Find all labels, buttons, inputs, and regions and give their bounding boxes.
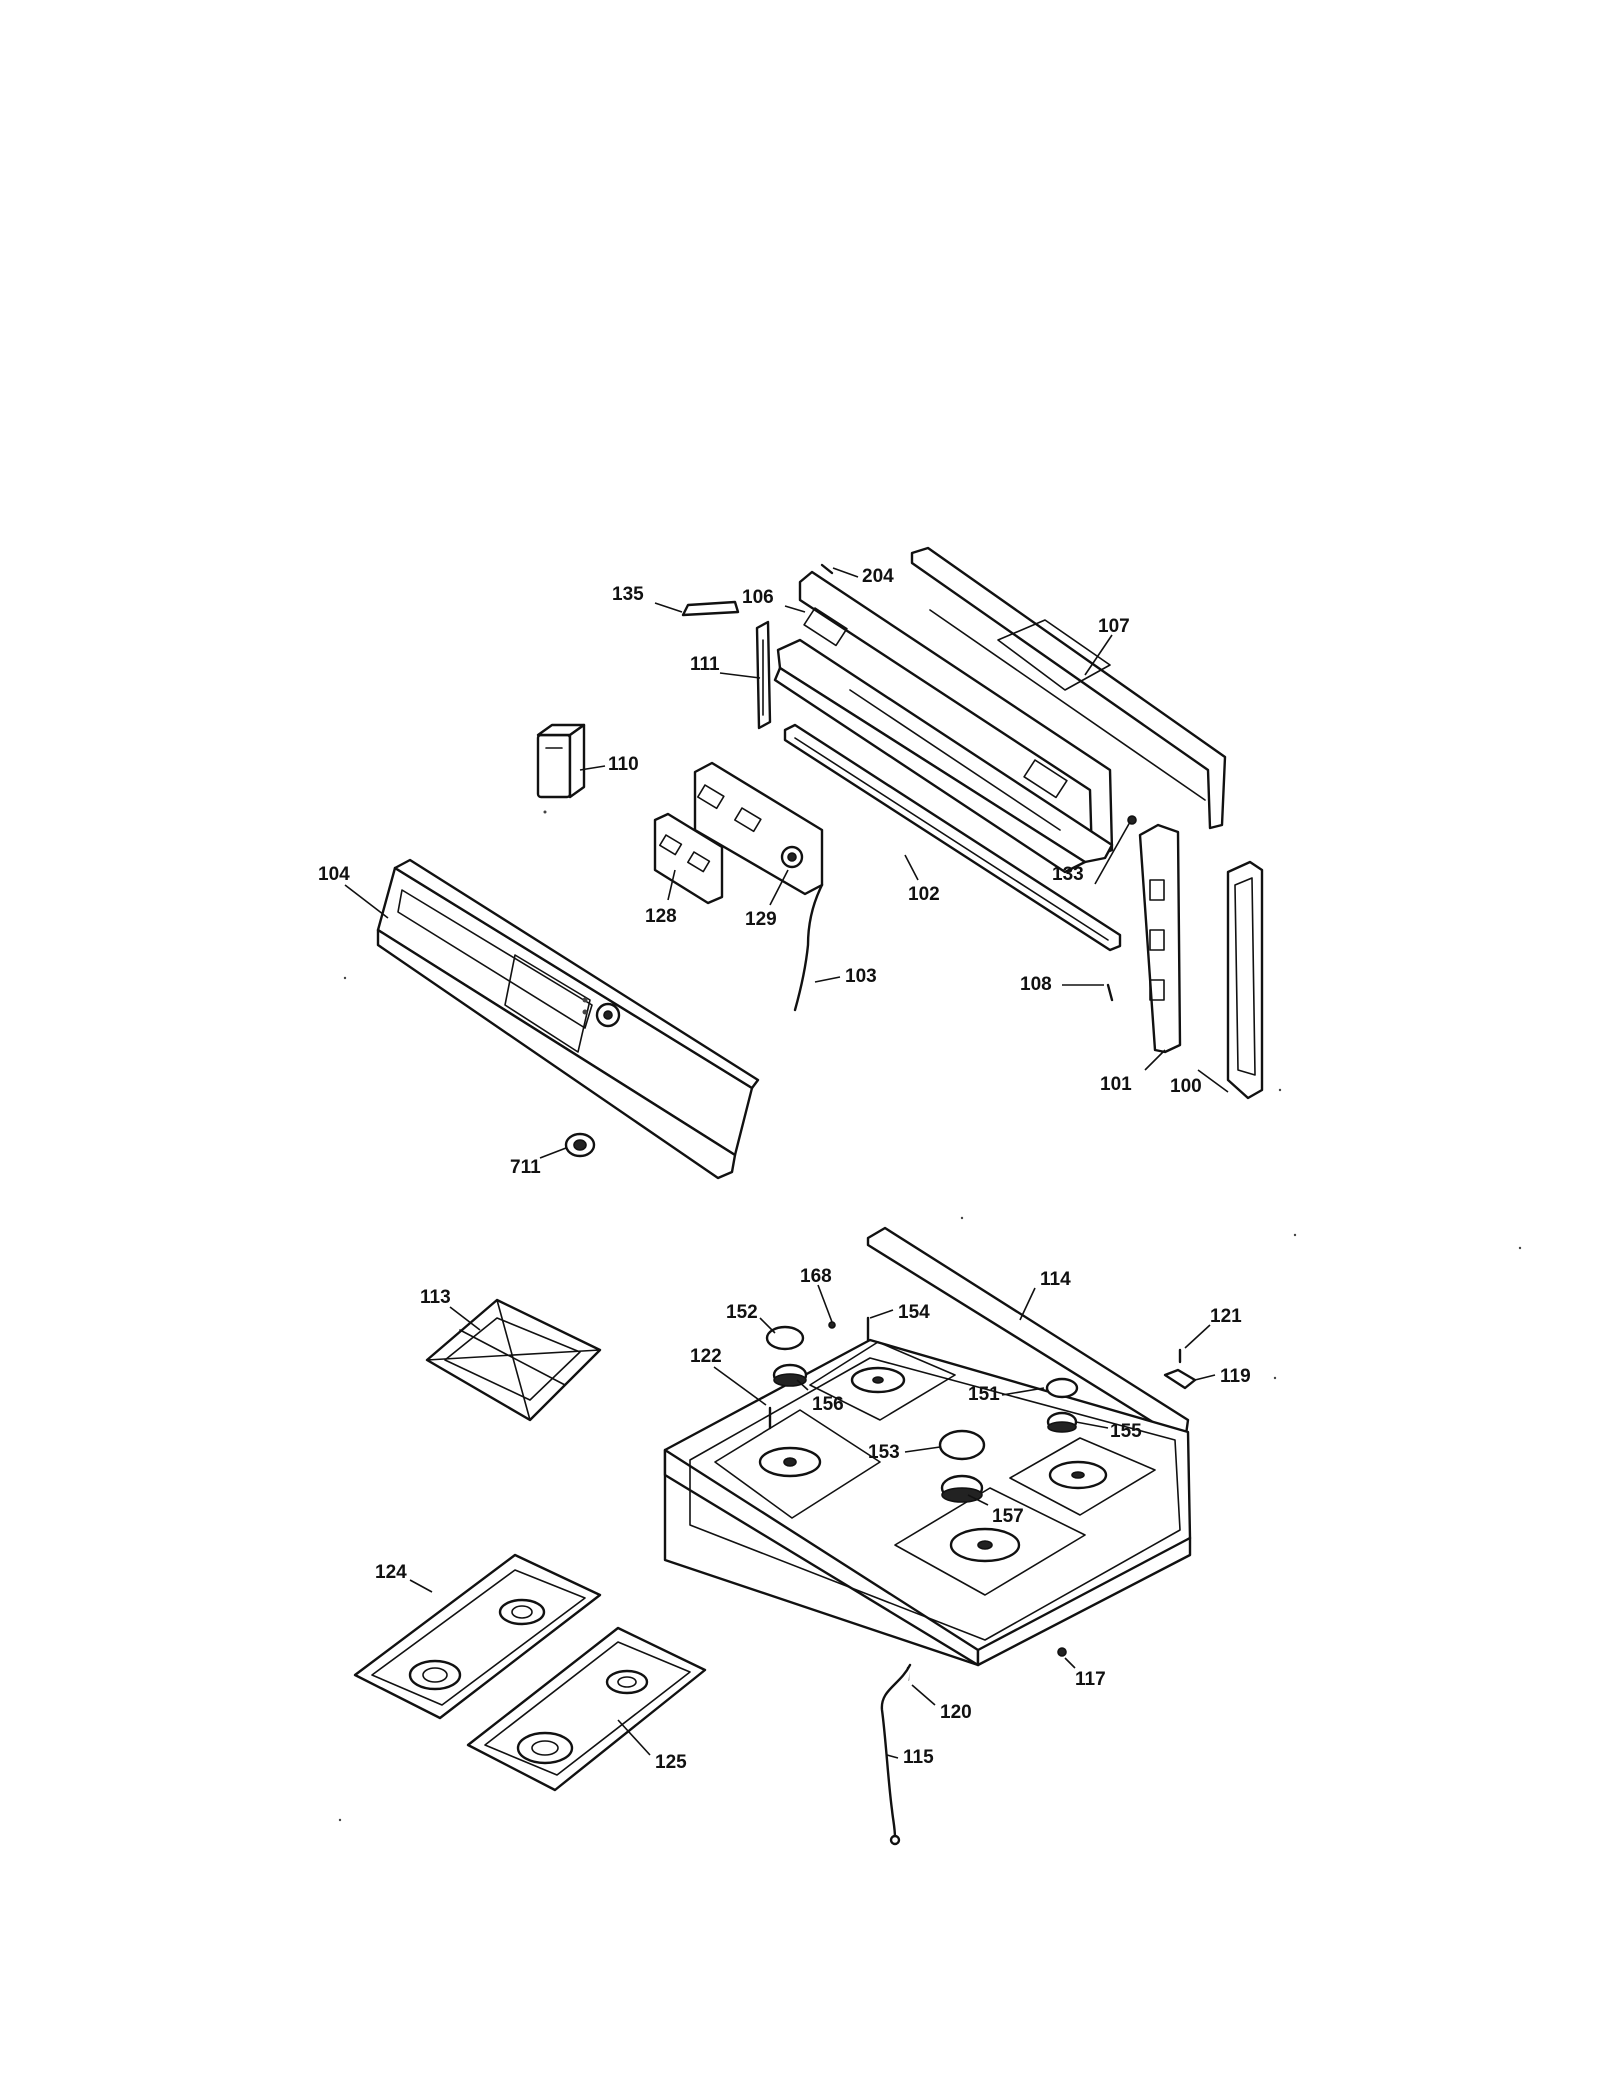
callout-153: 153 bbox=[868, 1442, 900, 1463]
callout-100: 100 bbox=[1170, 1076, 1202, 1097]
part-204-screw bbox=[820, 563, 834, 575]
callout-104: 104 bbox=[318, 864, 350, 885]
callout-711: 711 bbox=[510, 1157, 541, 1178]
part-106-backguard-frame bbox=[773, 570, 1114, 874]
callout-135: 135 bbox=[612, 584, 644, 605]
callout-152: 152 bbox=[726, 1302, 758, 1323]
callout-111: 111 bbox=[690, 654, 720, 675]
part-135-clip bbox=[681, 600, 740, 617]
part-104-control-panel bbox=[376, 858, 760, 1180]
part-111-left-bracket bbox=[755, 620, 772, 730]
callout-119: 119 bbox=[1220, 1366, 1251, 1387]
part-114-burner-right-front bbox=[894, 1487, 1086, 1596]
callout-129: 129 bbox=[745, 909, 777, 930]
callout-124: 124 bbox=[375, 1562, 407, 1583]
callout-204: 204 bbox=[862, 566, 894, 587]
part-114-burner-left-front bbox=[714, 1409, 881, 1519]
part-152-burner-cap bbox=[765, 1325, 805, 1351]
callout-108: 108 bbox=[1020, 974, 1052, 995]
part-117-plug bbox=[1057, 1647, 1067, 1657]
part-124-drip-pan bbox=[353, 1553, 602, 1720]
callout-120: 120 bbox=[940, 1702, 972, 1723]
callout-115: 115 bbox=[903, 1747, 934, 1768]
scan-specks bbox=[338, 810, 1522, 1822]
part-100-end-cap bbox=[1226, 860, 1264, 1100]
callout-128: 128 bbox=[645, 906, 677, 927]
callout-155: 155 bbox=[1110, 1421, 1142, 1442]
part-114-burner-right-rear bbox=[1009, 1437, 1156, 1516]
callout-114: 114 bbox=[1040, 1269, 1071, 1290]
part-157-burner-head bbox=[940, 1474, 984, 1503]
callout-107: 107 bbox=[1098, 616, 1130, 637]
part-119-bracket bbox=[1163, 1368, 1197, 1390]
callout-151: 151 bbox=[968, 1384, 1000, 1405]
callout-labels: 135 106 204 107 111 110 104 128 129 102 … bbox=[318, 566, 1251, 1773]
part-151-burner-cap bbox=[1045, 1377, 1079, 1399]
callout-110: 110 bbox=[608, 754, 639, 775]
leader-lines bbox=[344, 567, 1229, 1759]
callout-117: 117 bbox=[1075, 1669, 1106, 1690]
part-113-grate bbox=[425, 1298, 602, 1422]
callout-154: 154 bbox=[898, 1302, 930, 1323]
part-102-trim-strip bbox=[783, 723, 1122, 952]
part-155-burner-head bbox=[1046, 1411, 1078, 1433]
part-711-knob bbox=[564, 1132, 596, 1158]
part-108-screw bbox=[1106, 983, 1114, 1002]
callout-113: 113 bbox=[420, 1287, 451, 1308]
part-125-drip-pan bbox=[466, 1626, 707, 1792]
part-107-rear-cover bbox=[910, 546, 1227, 830]
part-128-display-board bbox=[653, 812, 724, 905]
callout-133: 133 bbox=[1052, 864, 1084, 885]
callout-168: 168 bbox=[800, 1266, 832, 1287]
part-114-burner-left-rear bbox=[809, 1341, 956, 1421]
part-110-switch bbox=[536, 723, 586, 799]
callout-101: 101 bbox=[1100, 1074, 1132, 1095]
part-168-screw bbox=[828, 1321, 836, 1329]
part-115-ignition-wire bbox=[880, 1663, 912, 1846]
callout-125: 125 bbox=[655, 1752, 687, 1773]
callout-106: 106 bbox=[742, 587, 774, 608]
callout-156: 156 bbox=[812, 1394, 844, 1415]
callout-157: 157 bbox=[992, 1506, 1024, 1527]
callout-103: 103 bbox=[845, 966, 877, 987]
part-103-wire-harness bbox=[793, 883, 824, 1012]
part-114-cooktop bbox=[663, 1226, 1192, 1667]
callout-121: 121 bbox=[1210, 1306, 1242, 1327]
part-101-side-bracket bbox=[1138, 823, 1182, 1054]
part-153-burner-cap bbox=[938, 1429, 986, 1461]
callout-102: 102 bbox=[908, 884, 940, 905]
callout-122: 122 bbox=[690, 1346, 722, 1367]
